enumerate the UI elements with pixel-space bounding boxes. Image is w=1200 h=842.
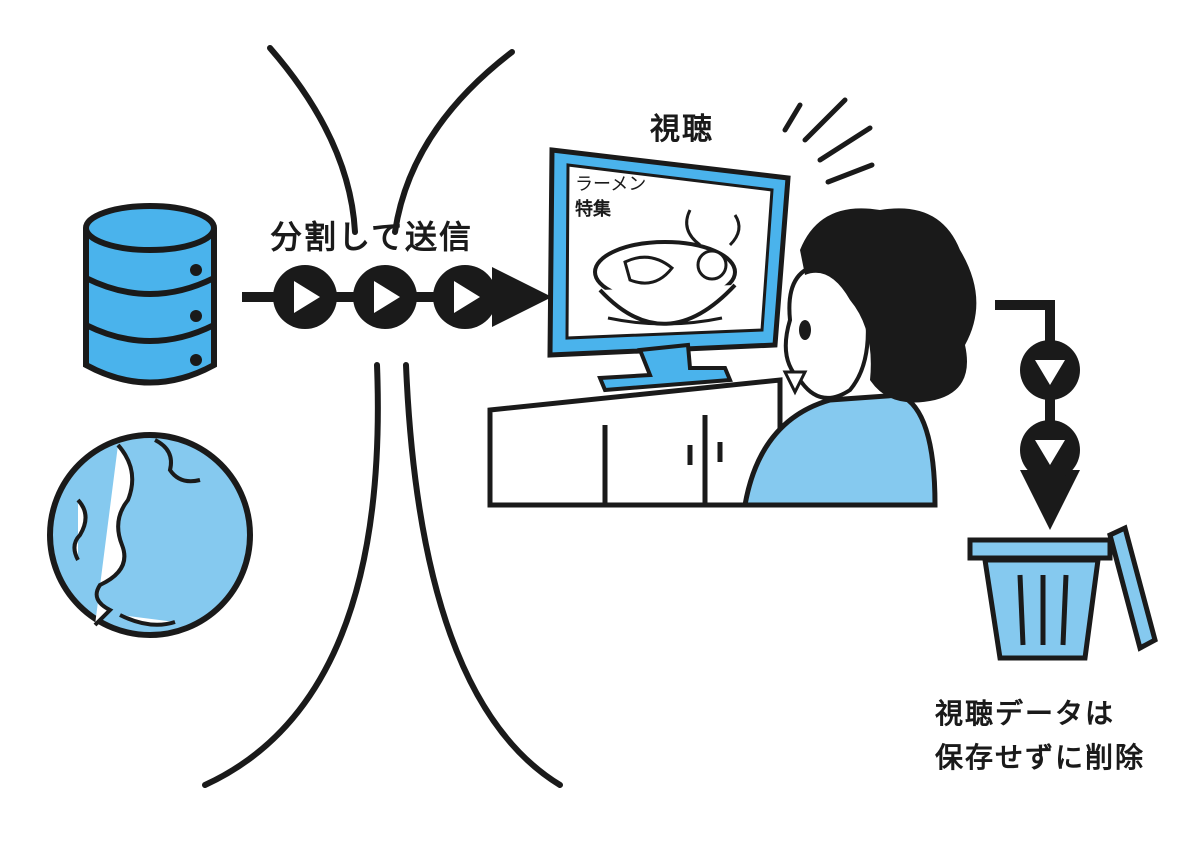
play-icon xyxy=(1020,340,1080,400)
delete-label-line-1: 視聴データは xyxy=(935,697,1116,730)
person-icon xyxy=(742,208,977,508)
split-and-send-label: 分割して送信 xyxy=(270,218,474,256)
deletion-stream xyxy=(995,300,1080,530)
television-icon: ラーメン 特集 xyxy=(547,147,791,393)
play-icon xyxy=(353,265,417,329)
delete-data-label: 視聴データは 保存せずに削除 xyxy=(935,692,1145,780)
play-icon xyxy=(433,265,497,329)
database-icon xyxy=(83,203,217,386)
tv-screen-title-2: 特集 xyxy=(575,198,612,220)
globe-icon xyxy=(47,432,253,638)
play-icon xyxy=(273,265,337,329)
split-transmission-stream xyxy=(242,265,552,329)
trash-can-icon xyxy=(967,524,1158,661)
delete-label-line-2: 保存せずに削除 xyxy=(935,741,1146,774)
excitement-lines xyxy=(782,97,875,185)
tv-screen-title-1: ラーメン xyxy=(575,174,646,195)
tv-cabinet xyxy=(487,377,783,508)
viewing-label: 視聴 xyxy=(650,112,714,147)
play-icon xyxy=(1020,420,1080,480)
network-boundary-curves xyxy=(202,45,563,788)
